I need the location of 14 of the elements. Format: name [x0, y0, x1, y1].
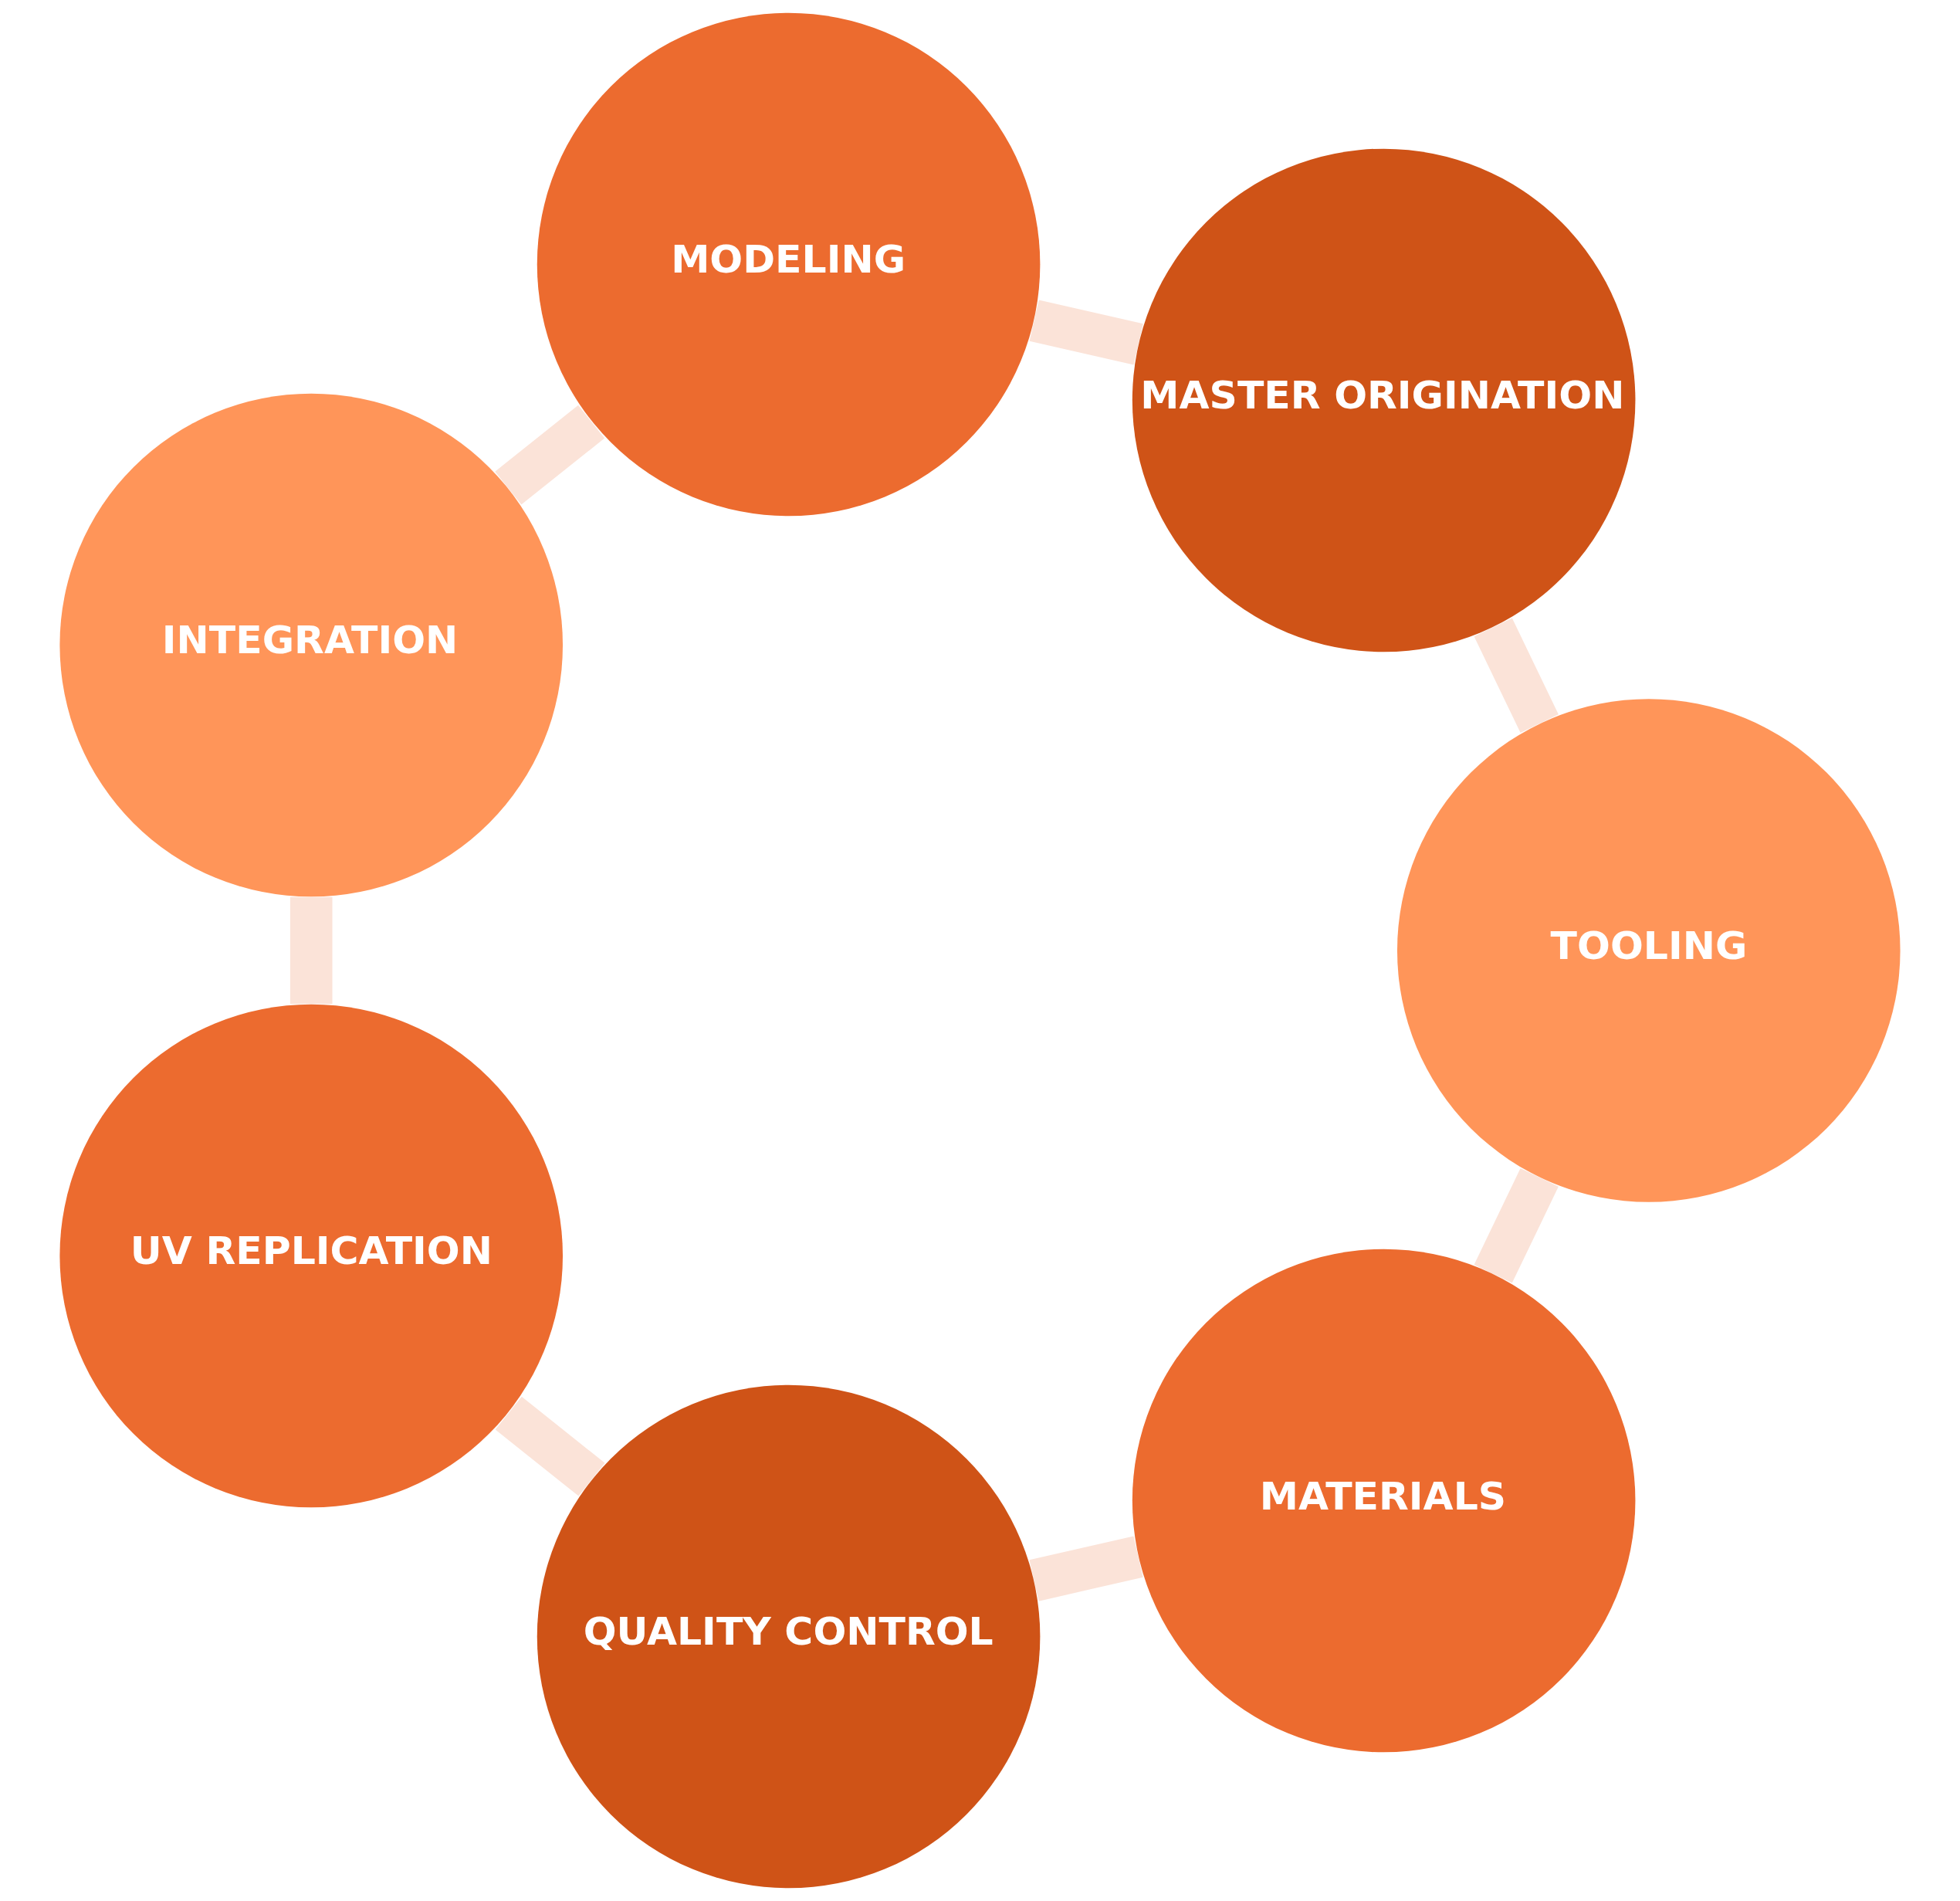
node-circle: MASTER ORIGINATION [1132, 148, 1636, 652]
connector [1029, 1536, 1143, 1601]
connector [1029, 300, 1143, 365]
node-circle: INTEGRATION [59, 393, 563, 897]
connector [495, 405, 605, 505]
connector [1474, 1168, 1559, 1283]
node-circle: QUALITY CONTROL [537, 1384, 1041, 1889]
connector [1474, 618, 1559, 734]
node-circle: UV REPLICATION [59, 1004, 563, 1508]
node-circle: MATERIALS [1132, 1249, 1636, 1753]
node-circle: MODELING [537, 12, 1041, 517]
connector [289, 896, 333, 1005]
node-circle: TOOLING [1397, 699, 1901, 1202]
connector [495, 1396, 605, 1496]
